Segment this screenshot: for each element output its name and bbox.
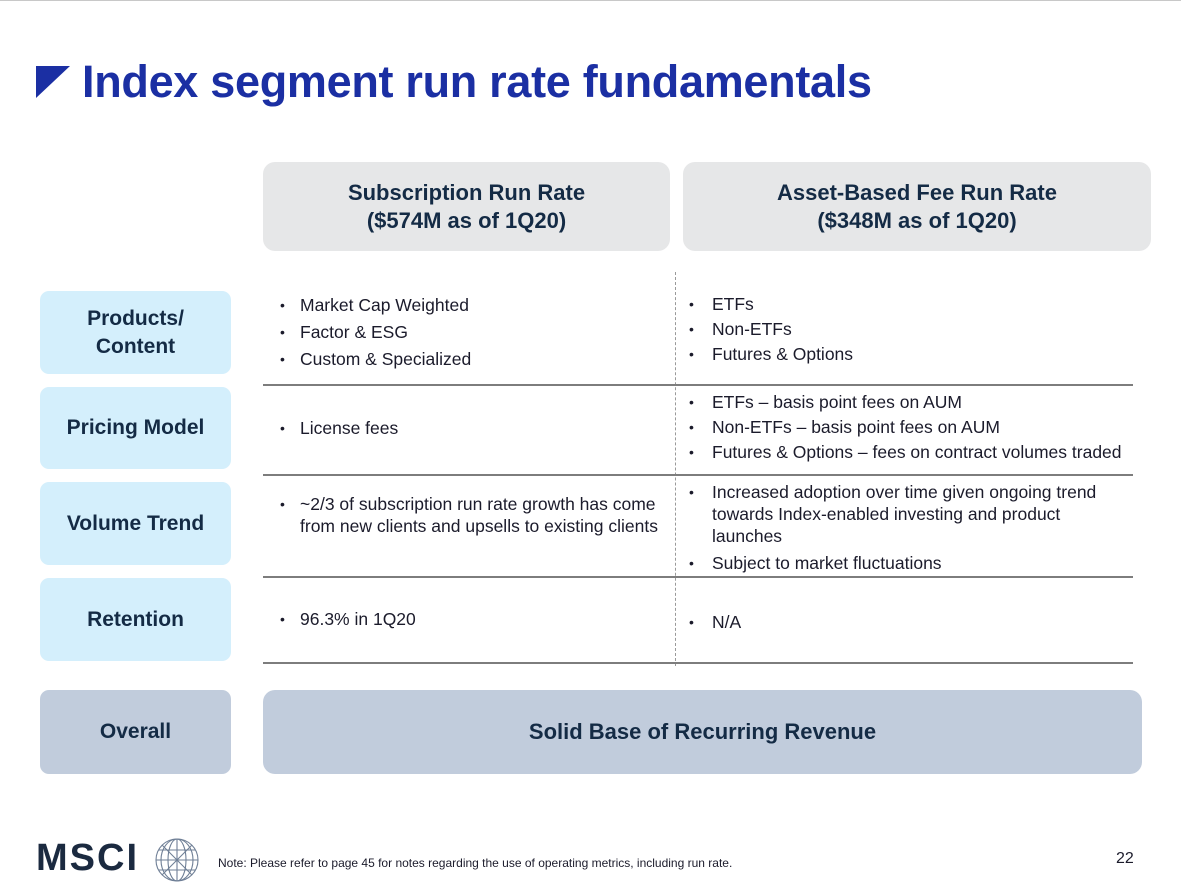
asset-based-pricing-cell: ETFs – basis point fees on AUM Non-ETFs … xyxy=(683,391,1153,466)
row-label-retention: Retention xyxy=(40,578,231,661)
row-label-volume-trend: Volume Trend xyxy=(40,482,231,565)
row-divider xyxy=(263,384,1133,386)
subscription-pricing-cell: License fees xyxy=(264,417,664,444)
page-title: Index segment run rate fundamentals xyxy=(82,56,872,107)
column-divider xyxy=(675,272,676,666)
column-header-subtitle: ($348M as of 1Q20) xyxy=(817,207,1017,233)
list-item: Increased adoption over time given ongoi… xyxy=(683,481,1133,547)
subscription-retention-cell: 96.3% in 1Q20 xyxy=(264,608,664,635)
list-item: Factor & ESG xyxy=(264,321,664,343)
row-label-products-content: Products/ Content xyxy=(40,291,231,374)
column-header-subscription: Subscription Run Rate ($574M as of 1Q20) xyxy=(263,162,670,251)
list-item: Market Cap Weighted xyxy=(264,294,664,316)
logo-text: MSCI xyxy=(36,837,139,879)
page-number: 22 xyxy=(1116,850,1134,867)
list-item: Futures & Options – fees on contract vol… xyxy=(683,441,1153,463)
list-item: Subject to market fluctuations xyxy=(683,552,1133,574)
list-item: ETFs xyxy=(683,293,1153,315)
column-header-subtitle: ($574M as of 1Q20) xyxy=(366,207,567,233)
row-label-line: Products/ xyxy=(87,306,184,330)
list-item: ETFs – basis point fees on AUM xyxy=(683,391,1153,413)
subscription-volume-cell: ~2/3 of subscription run rate growth has… xyxy=(264,493,664,542)
row-divider xyxy=(263,576,1133,578)
row-label-overall: Overall xyxy=(40,690,231,774)
footnote: Note: Please refer to page 45 for notes … xyxy=(218,856,733,870)
list-item: ~2/3 of subscription run rate growth has… xyxy=(264,493,664,537)
top-divider xyxy=(0,0,1181,1)
row-divider xyxy=(263,662,1133,664)
column-header-title: Subscription Run Rate xyxy=(347,179,586,205)
list-item: Custom & Specialized xyxy=(264,348,664,370)
globe-icon xyxy=(155,838,199,882)
column-header-title: Asset-Based Fee Run Rate xyxy=(777,179,1057,205)
overall-summary: Solid Base of Recurring Revenue xyxy=(263,690,1142,774)
list-item: License fees xyxy=(264,417,664,439)
asset-based-products-cell: ETFs Non-ETFs Futures & Options xyxy=(683,293,1153,368)
list-item: Non-ETFs xyxy=(683,318,1153,340)
triangle-marker-icon xyxy=(36,66,70,98)
row-label-pricing-model: Pricing Model xyxy=(40,387,231,469)
column-header-asset-based: Asset-Based Fee Run Rate ($348M as of 1Q… xyxy=(683,162,1151,251)
row-label-line: Content xyxy=(95,334,176,358)
subscription-products-cell: Market Cap Weighted Factor & ESG Custom … xyxy=(264,294,664,375)
list-item: Non-ETFs – basis point fees on AUM xyxy=(683,416,1153,438)
list-item: Futures & Options xyxy=(683,343,1153,365)
asset-based-volume-cell: Increased adoption over time given ongoi… xyxy=(683,481,1133,577)
row-divider xyxy=(263,474,1133,476)
list-item: 96.3% in 1Q20 xyxy=(264,608,664,630)
asset-based-retention-cell: N/A xyxy=(683,611,1133,636)
list-item: N/A xyxy=(683,611,1133,633)
